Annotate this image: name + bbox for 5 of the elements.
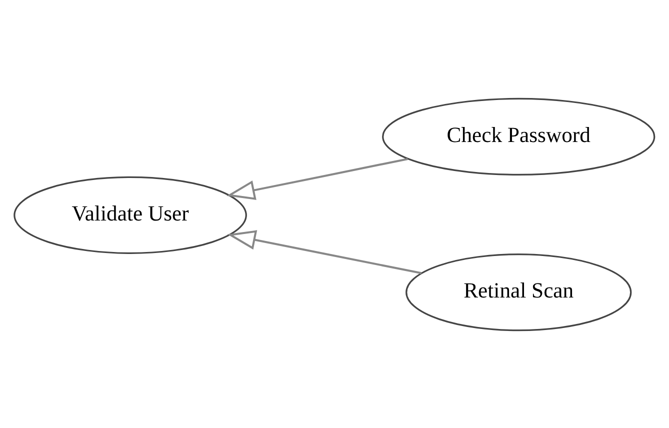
arrow (227, 230, 422, 274)
node-ellipse: Retinal Scan (406, 253, 632, 331)
node-ellipse: Validate User (14, 176, 247, 254)
arrow (226, 157, 408, 200)
node-ellipse: Check Password (382, 97, 656, 175)
